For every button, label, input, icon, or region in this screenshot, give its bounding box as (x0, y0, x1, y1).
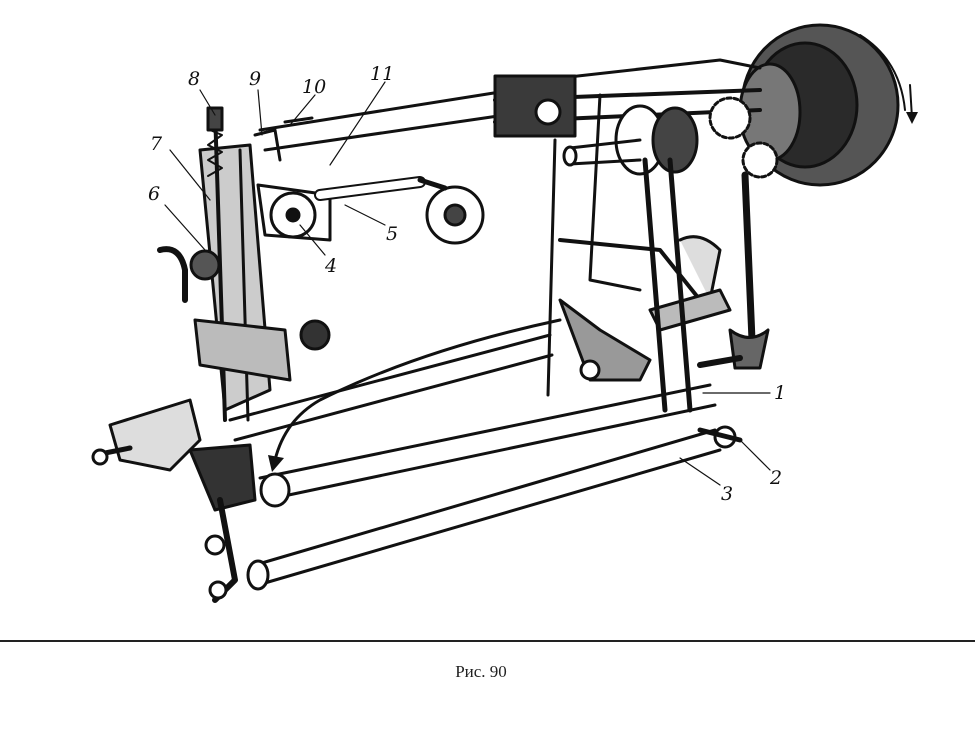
handwheel (738, 23, 906, 187)
figure-caption: Рис. 90 (455, 662, 507, 681)
machine-frame (546, 93, 732, 397)
callout-2: 2 (769, 467, 782, 489)
callout-4: 4 (324, 255, 337, 277)
thread-path-arrow (273, 318, 562, 462)
thread-take-up-block (493, 74, 577, 138)
sewing-machine-mechanism-drawing: 1 2 3 4 5 6 7 8 9 10 11 (91, 23, 918, 603)
callout-3: 3 (721, 483, 733, 505)
vertical-shaft (728, 171, 770, 370)
feed-bar (228, 333, 554, 442)
main-shaft-bushing (562, 104, 699, 176)
callout-7: 7 (150, 133, 163, 155)
callout-9: 9 (249, 68, 261, 90)
thread-path-arrow-head (268, 455, 284, 472)
callout-labels: 1 2 3 4 5 6 7 8 9 10 11 (148, 63, 786, 505)
thread-tension-regulator (314, 176, 485, 245)
callout-10: 10 (302, 76, 326, 98)
needle-bar-crank (256, 183, 332, 242)
presser-foot-spring (206, 106, 224, 177)
lower-left-bracket (91, 398, 202, 472)
connecting-rods (642, 157, 693, 413)
callout-8: 8 (188, 68, 200, 90)
bevel-gears (708, 96, 779, 179)
callout-5: 5 (386, 223, 398, 245)
page-rule (0, 640, 975, 642)
shuttle-holder (188, 443, 257, 603)
needle-bar-head (157, 108, 331, 422)
callout-11: 11 (370, 63, 394, 85)
callout-1: 1 (774, 382, 786, 404)
rotation-arrow-head (906, 112, 918, 124)
callout-6: 6 (148, 183, 160, 205)
lower-shaft (246, 428, 722, 591)
feed-mechanism (558, 298, 743, 382)
rock-shaft (258, 383, 717, 508)
callout-leaders (164, 81, 771, 486)
crank-end (697, 425, 743, 449)
